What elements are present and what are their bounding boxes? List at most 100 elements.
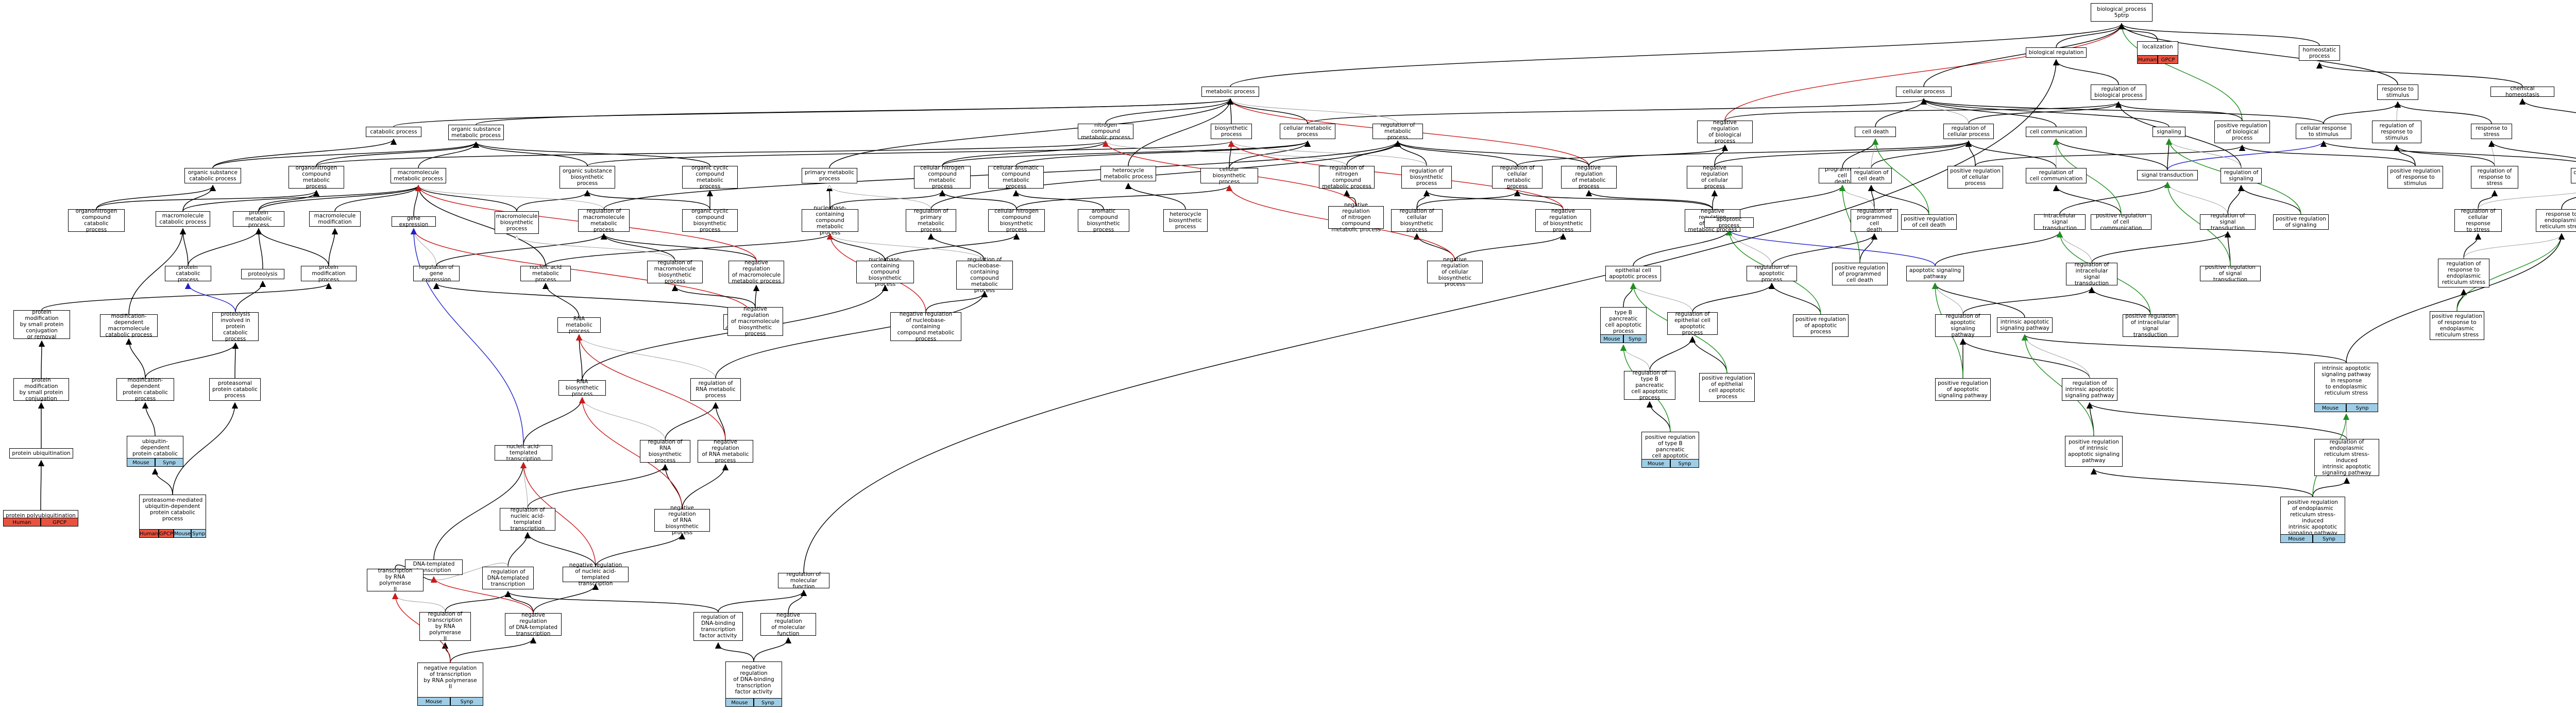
term-node-pos-reg-epithelial-apop[interactable]: positive regulation of epithelial cell a… <box>1699 373 1755 402</box>
term-node-reg-cell-death[interactable]: regulation of cell death <box>1851 168 1892 183</box>
term-node-neg-reg-rna-met[interactable]: negative regulation of RNA metabolic pro… <box>698 439 753 464</box>
term-node-heterocycle-bio[interactable]: heterocycle biosynthetic process <box>1163 209 1208 232</box>
term-node-reg-epithelial-apop[interactable]: regulation of epithelial cell apoptotic … <box>1667 311 1718 336</box>
term-node-pos-reg-resp-stim[interactable]: positive regulation of response to stimu… <box>2387 166 2443 189</box>
term-node-reg-molecular-fn[interactable]: regulation of molecular function <box>778 571 829 590</box>
term-node-neg-reg-macromol-met[interactable]: negative regulation of macromolecule met… <box>728 260 784 284</box>
term-node-reg-gene-expr[interactable]: regulation of gene expression <box>413 264 460 283</box>
term-node-pos-reg-cell-comm[interactable]: positive regulation of cell communicatio… <box>2091 213 2151 231</box>
term-node-neg-reg-transcr-rna-pol2[interactable]: negative regulation of transcription by … <box>417 663 483 706</box>
term-node-pos-reg-er-stress-apop[interactable]: positive regulation of endoplasmic retic… <box>2280 497 2345 543</box>
term-node-nucleic-acid-templ[interactable]: nucleic acid-templated transcription <box>495 444 552 462</box>
term-node-pos-reg-cell-proc[interactable]: positive regulation of cellular process <box>1947 166 2003 189</box>
term-node-biological-regulation[interactable]: biological regulation <box>2026 47 2087 58</box>
term-node-biosynthetic[interactable]: biosynthetic process <box>1211 124 1252 139</box>
term-node-reg-resp-er-stress[interactable]: regulation of response to endoplasmic re… <box>2438 259 2489 287</box>
term-node-reg-apop[interactable]: regulation of apoptotic process <box>1747 264 1797 283</box>
term-node-pos-reg-apop[interactable]: positive regulation of apoptotic process <box>1793 314 1849 337</box>
term-node-reg-prog-cell-death[interactable]: regulation of programmed cell death <box>1851 208 1898 233</box>
term-node-protein-mod[interactable]: protein modification process <box>301 264 357 283</box>
term-node-reg-nucleic-templ[interactable]: regulation of nucleic acid-templated tra… <box>500 507 555 532</box>
term-node-heterocycle-met[interactable]: heterocycle metabolic process <box>1100 166 1156 181</box>
term-node-type-b-pancreatic[interactable]: type B pancreatic cell apoptotic process… <box>1600 307 1647 343</box>
term-node-cell-arom-met[interactable]: cellular aromatic compound metabolic pro… <box>988 165 1044 190</box>
term-node-protein-ubiq[interactable]: protein ubiquitination <box>9 448 73 459</box>
term-node-reg-met[interactable]: regulation of metabolic process <box>1372 122 1423 141</box>
term-node-prot-mod-small-conj[interactable]: protein modification by small protein co… <box>13 377 69 402</box>
term-node-neg-reg-nucleic-templ[interactable]: negative regulation of nucleic acid-temp… <box>563 562 629 587</box>
term-node-reg-intracell-signal[interactable]: regulation of intracellular signal trans… <box>2066 262 2117 286</box>
term-node-reg-resp-stim[interactable]: regulation of response to stimulus <box>2372 121 2421 143</box>
term-node-response-stimulus[interactable]: response to stimulus <box>2377 84 2418 100</box>
term-node-nucleobase-met[interactable]: nucleobase-containing compound metabolic… <box>802 205 858 236</box>
term-node-homeostatic[interactable]: homeostatic process <box>2299 45 2340 61</box>
term-node-neg-reg-dna-binding[interactable]: negative regulation of DNA-binding trans… <box>725 661 782 707</box>
term-node-resp-er-stress[interactable]: response to endoplasmic reticulum stress <box>2536 209 2576 232</box>
term-node-signal-trans[interactable]: signal transduction <box>2137 170 2198 180</box>
term-node-reg-macromol-met[interactable]: regulation of macromolecule metabolic pr… <box>578 208 630 233</box>
term-node-apoptotic[interactable]: apoptotic process <box>1704 216 1754 229</box>
term-node-reg-cell-met[interactable]: regulation of cellular metabolic process <box>1492 165 1543 190</box>
term-node-org-subst-cat[interactable]: organic substance catabolic process <box>184 168 241 183</box>
term-node-signaling[interactable]: signaling <box>2153 127 2185 137</box>
term-node-cell-nitro-bio[interactable]: cellular nitrogen compound biosynthetic … <box>988 208 1045 233</box>
term-node-prot-mod-small[interactable]: protein modification by small protein co… <box>13 309 70 340</box>
term-node-reg-cell-comm[interactable]: regulation of cell communication <box>2026 168 2087 183</box>
term-node-reg-primary-met[interactable]: regulation of primary metabolic process <box>906 208 956 233</box>
term-node-cell-resp-stress[interactable]: cellular response to stress <box>2571 168 2576 183</box>
term-node-neg-reg-macromol-bio[interactable]: negative regulation of macromolecule bio… <box>727 306 783 337</box>
term-node-reg-signaling[interactable]: regulation of signaling <box>2221 168 2262 183</box>
term-node-reg-cell-resp-stress[interactable]: regulation of cellular response to stres… <box>2454 208 2502 233</box>
term-node-cell-resp-stim[interactable]: cellular response to stimulus <box>2296 124 2351 139</box>
term-node-cell-comm[interactable]: cell communication <box>2026 127 2087 137</box>
term-node-proteasome-ubiq-cat[interactable]: proteasome-mediated ubiquitin-dependent … <box>139 495 206 538</box>
term-node-rna-met[interactable]: RNA metabolic process <box>557 316 601 334</box>
term-node-reg-er-stress-apop[interactable]: regulation of endoplasmic reticulum stre… <box>2314 439 2379 476</box>
term-node-reg-bp[interactable]: regulation of biological process <box>2091 84 2146 100</box>
term-node-reg-rna-met[interactable]: regulation of RNA metabolic process <box>690 378 741 401</box>
term-node-reg-resp-stress[interactable]: regulation of response to stress <box>2471 166 2518 189</box>
term-node-reg-macromol-bio[interactable]: regulation of macromolecule biosynthetic… <box>647 260 703 284</box>
term-node-org-subst-met[interactable]: organic substance metabolic process <box>448 125 504 140</box>
term-node-ubiq-dep-prot-cat[interactable]: ubiquitin-dependent protein catabolic pr… <box>127 436 183 467</box>
term-node-intrinsic-er-stress[interactable]: intrinsic apoptotic signaling pathway in… <box>2314 363 2378 412</box>
term-node-organonitrogen-met[interactable]: organonitrogen compound metabolic proces… <box>289 165 344 190</box>
term-node-reg-signal-trans[interactable]: regulation of signal transduction <box>2200 213 2256 231</box>
term-node-rna-bio[interactable]: RNA biosynthetic process <box>558 379 606 397</box>
term-node-macromol-cat[interactable]: macromolecule catabolic process <box>156 211 210 227</box>
term-node-apop-signal[interactable]: apoptotic signaling pathway <box>1906 266 1964 281</box>
term-node-aromatic-bio[interactable]: aromatic compound biosynthetic process <box>1078 208 1129 233</box>
term-node-pos-reg-intracell-signal[interactable]: positive regulation of intracellular sig… <box>2123 313 2178 338</box>
term-node-chem-homeostasis[interactable]: chemical homeostasis <box>2490 86 2554 98</box>
term-node-resp-stress[interactable]: response to stress <box>2471 124 2512 139</box>
term-node-neg-reg-met[interactable]: negative regulation of metabolic process <box>1561 165 1617 190</box>
term-node-org-cyclic-bio[interactable]: organic cyclic compound biosynthetic pro… <box>682 208 738 233</box>
term-node-pos-reg-type-b[interactable]: positive regulation of type B pancreatic… <box>1641 432 1699 468</box>
term-node-neg-reg-dna-templ[interactable]: negative regulation of DNA-templated tra… <box>505 612 562 637</box>
term-node-mod-dep-macromol-cat[interactable]: modification-dependent macromolecule cat… <box>100 313 158 338</box>
term-node-intrinsic-apop-signal[interactable]: intrinsic apoptotic signaling pathway <box>1997 317 2053 333</box>
term-node-reg-dna-binding[interactable]: regulation of DNA-binding transcription … <box>693 612 743 641</box>
term-node-reg-dna-templ[interactable]: regulation of DNA-templated transcriptio… <box>482 567 534 589</box>
term-node-cell-nitro-met[interactable]: cellular nitrogen compound metabolic pro… <box>914 165 971 190</box>
term-node-proteolysis[interactable]: proteolysis <box>241 269 284 279</box>
term-node-reg-intrinsic-apop[interactable]: regulation of intrinsic apoptotic signal… <box>2062 378 2117 401</box>
term-node-intracell-signal[interactable]: intracellular signal transduction <box>2034 213 2086 231</box>
term-node-pos-reg-signal-trans[interactable]: positive regulation of signal transducti… <box>2200 264 2261 283</box>
term-node-neg-reg-molecular-fn[interactable]: negative regulation of molecular functio… <box>760 612 816 637</box>
term-node-reg-cell-proc[interactable]: regulation of cellular process <box>1943 124 1994 139</box>
term-node-pos-reg-prog-cell-death[interactable]: positive regulation of programmed cell d… <box>1832 263 1888 285</box>
term-node-nucleic-acid-met[interactable]: nucleic acid metabolic process <box>520 264 571 283</box>
term-node-mod-dep-prot-cat[interactable]: modification-dependent protein catabolic… <box>116 377 174 402</box>
term-node-gene-expr[interactable]: gene expression <box>392 215 436 228</box>
term-node-macromol-bio[interactable]: macromolecule biosynthetic process <box>495 211 539 234</box>
term-node-neg-reg-nitro-met[interactable]: negative regulation of nitrogen compound… <box>1328 202 1384 233</box>
term-node-macromol-mod[interactable]: macromolecule modification <box>309 211 361 227</box>
term-node-primary-met[interactable]: primary metabolic process <box>802 168 857 183</box>
term-node-nitrogen-met[interactable]: nitrogen compound metabolic process <box>1078 122 1133 141</box>
term-node-cellular-process[interactable]: cellular process <box>1896 87 1952 97</box>
term-node-protein-met[interactable]: protein metabolic process <box>233 210 284 228</box>
term-node-pos-reg-intrinsic-apop[interactable]: positive regulation of intrinsic apoptot… <box>2065 436 2123 467</box>
